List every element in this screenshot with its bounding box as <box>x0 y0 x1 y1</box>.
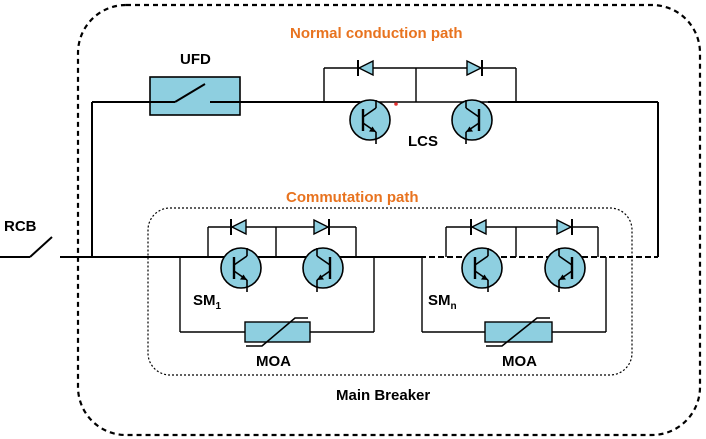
diode-icon <box>466 59 483 77</box>
diode-icon <box>313 218 330 236</box>
rcb-switch <box>0 236 92 258</box>
transistor-icon <box>219 246 263 294</box>
diode-icon <box>230 218 247 236</box>
smn-label-sub: n <box>451 301 457 312</box>
transistor-icon <box>460 246 504 294</box>
main-breaker-label: Main Breaker <box>336 387 430 404</box>
transistor-icon <box>301 246 345 294</box>
moa-right-label: MOA <box>502 353 537 370</box>
transistor-icon <box>348 98 392 146</box>
diode-icon <box>470 218 487 236</box>
junction-dot <box>394 102 398 106</box>
sm1-label: SM1 <box>193 292 222 312</box>
main-breaker-boundary <box>76 3 702 437</box>
smn-module <box>421 218 607 347</box>
lcs-component <box>323 59 517 146</box>
smn-label: SMn <box>428 292 457 312</box>
rcb-label: RCB <box>4 218 37 235</box>
lcs-label: LCS <box>408 133 438 150</box>
diode-icon <box>357 59 374 77</box>
commutation-path-label: Commutation path <box>286 189 419 206</box>
commutation-path-boundary <box>147 207 633 376</box>
normal-path-label: Normal conduction path <box>290 25 463 42</box>
smn-label-base: SM <box>428 292 451 309</box>
ufd-label: UFD <box>180 51 211 68</box>
sm1-label-sub: 1 <box>216 301 222 312</box>
moa-left-label: MOA <box>256 353 291 370</box>
moa-varistor <box>484 317 553 347</box>
transistor-icon <box>450 98 494 146</box>
sm1-module <box>179 218 375 347</box>
transistor-icon <box>543 246 587 294</box>
sm1-label-base: SM <box>193 292 216 309</box>
moa-varistor <box>244 317 311 347</box>
ufd-component <box>149 76 241 116</box>
diode-icon <box>556 218 573 236</box>
